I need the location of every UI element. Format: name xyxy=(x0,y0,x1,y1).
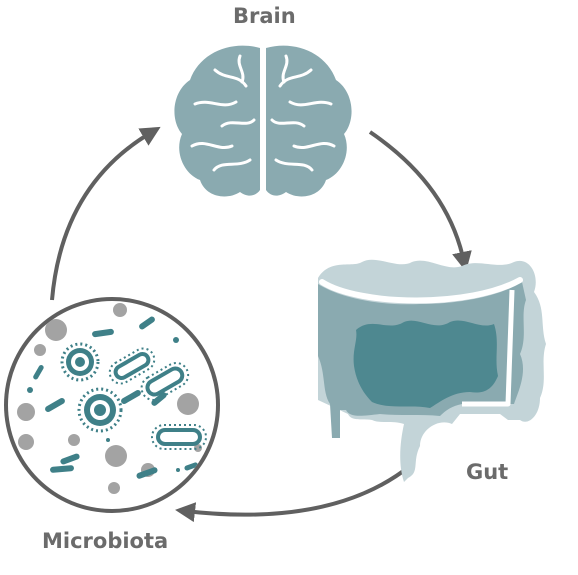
capsule-microbe xyxy=(151,424,207,450)
microbiota-icon xyxy=(4,297,220,513)
gut-icon xyxy=(318,259,546,482)
arrow-microbiota-to-brain xyxy=(50,126,161,301)
brain-icon xyxy=(174,45,352,197)
capsule-microbe xyxy=(108,347,156,385)
gut-label: Gut xyxy=(466,460,509,484)
spiky-microbe xyxy=(77,387,123,433)
capsule-microbe xyxy=(140,362,190,401)
arrow-gut-to-microbiota xyxy=(175,464,412,523)
brain-label: Brain xyxy=(233,4,296,28)
arrow-brain-to-gut xyxy=(368,130,472,272)
spiky-microbe xyxy=(60,342,100,382)
microbiota-label: Microbiota xyxy=(42,529,169,553)
